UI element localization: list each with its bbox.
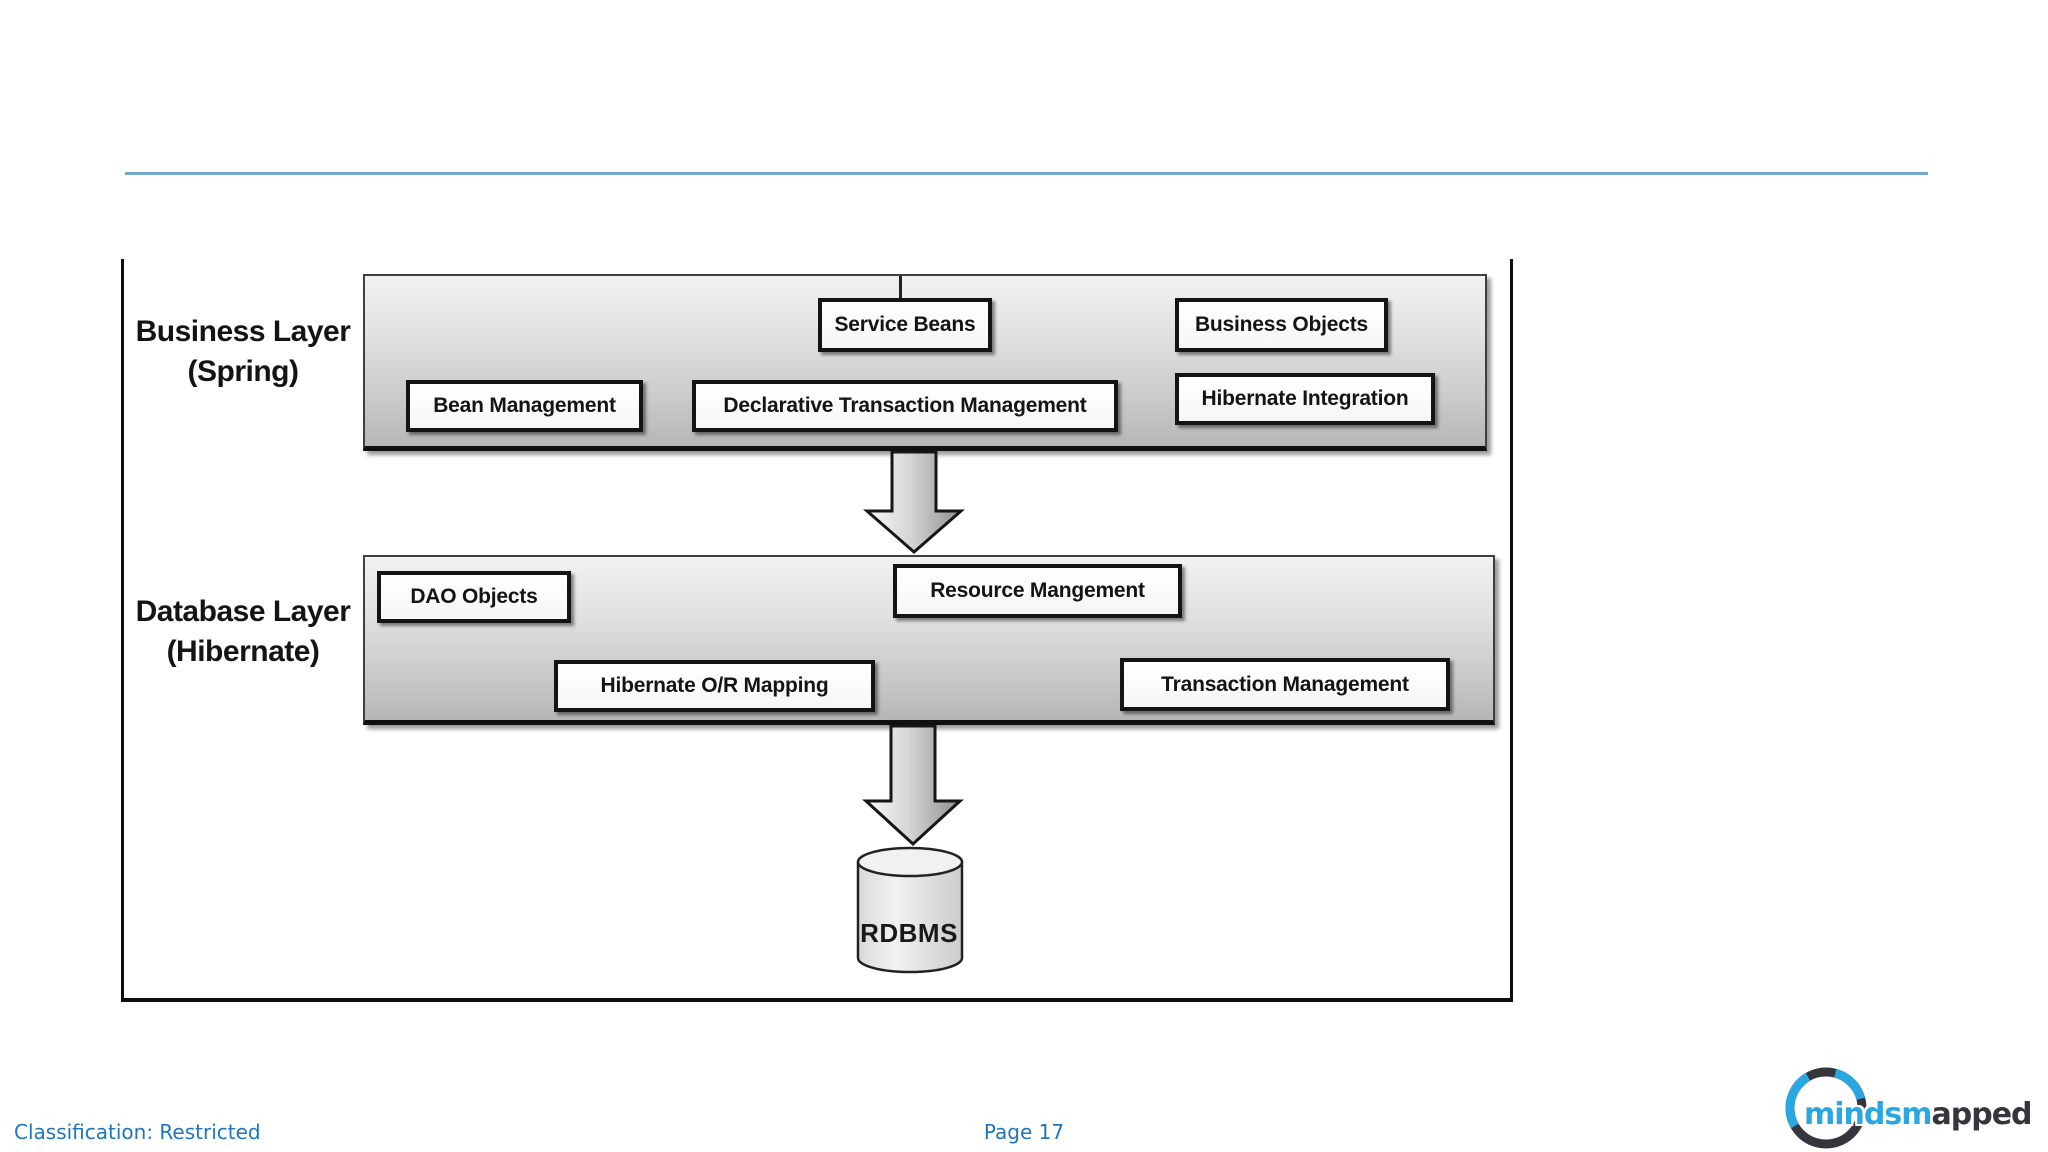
box-service-beans: Service Beans	[818, 298, 992, 352]
box-transaction-management: Transaction Management	[1120, 658, 1450, 711]
database-layer-label-line1: Database Layer	[135, 595, 351, 628]
box-resource-mangement: Resource Mangement	[893, 564, 1182, 618]
footer-classification: Classification: Restricted	[14, 1120, 261, 1144]
business-layer-label: Business Layer (Spring)	[126, 312, 360, 392]
service-beans-connector-line	[899, 276, 902, 300]
rdbms-cylinder-icon: RDBMS	[856, 846, 964, 974]
arrow-business-to-database-icon	[862, 451, 966, 554]
title-accent-rule	[125, 172, 1928, 175]
database-layer-label: Database Layer (Hibernate)	[126, 592, 360, 672]
logo-wordmark: mindsmapped	[1804, 1097, 2033, 1133]
mindsmapped-logo: mindsmapped	[1782, 1060, 2038, 1152]
box-bean-management: Bean Management	[406, 380, 643, 432]
logo-wordmark-dark: apped	[1931, 1097, 2033, 1132]
box-hibernate-or-mapping: Hibernate O/R Mapping	[554, 660, 875, 712]
database-layer-label-line2: (Hibernate)	[166, 635, 320, 668]
arrow-database-to-rdbms-icon	[862, 725, 964, 847]
logo-wordmark-blue: mindsm	[1804, 1097, 1932, 1132]
box-declarative-transaction-management: Declarative Transaction Management	[692, 380, 1118, 432]
box-hibernate-integration: Hibernate Integration	[1175, 373, 1435, 425]
logo-ring-icon	[1785, 1067, 1867, 1149]
footer-page-number: Page 17	[983, 1120, 1065, 1144]
box-dao-objects: DAO Objects	[377, 571, 571, 623]
box-business-objects: Business Objects	[1175, 298, 1388, 352]
business-layer-label-line1: Business Layer	[135, 315, 351, 348]
rdbms-label: RDBMS	[860, 918, 958, 948]
business-layer-label-line2: (Spring)	[187, 355, 299, 388]
